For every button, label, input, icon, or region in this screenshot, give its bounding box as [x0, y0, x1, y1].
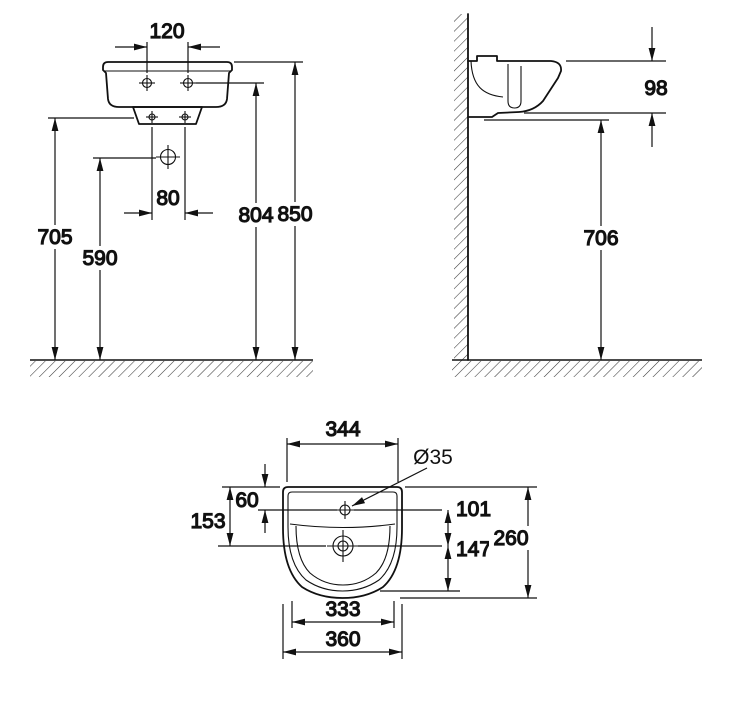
dim-706: 706 [484, 119, 622, 360]
plan-drain-symbol [327, 530, 359, 562]
basin-apron-outline [132, 106, 203, 125]
dim-147: 147 [380, 537, 492, 592]
dim-101: 101 [354, 497, 492, 547]
plan-dim-260-label: 260 [493, 527, 528, 550]
dim-60: 60 [222, 464, 337, 533]
tap-hole-symbol-right [180, 75, 196, 91]
dim-260: 260 [400, 486, 537, 599]
dim-344: 344 [286, 417, 399, 482]
mounting-hole-symbol-right [179, 111, 191, 123]
front-dim-804-label: 804 [238, 204, 273, 227]
dim-804: 804 [196, 82, 277, 360]
front-floor-hatch [30, 361, 313, 377]
side-view: 98 706 [452, 13, 702, 377]
side-dim-98-label: 98 [644, 77, 667, 100]
dim-590: 590 [79, 157, 156, 360]
basin-plan-inner-rim [287, 491, 398, 592]
side-dim-706-label: 706 [583, 227, 618, 250]
plan-dim-60-label: 60 [235, 489, 258, 512]
front-view: 120 80 705 590 804 [30, 19, 317, 377]
plan-dim-101-label: 101 [456, 498, 491, 521]
basin-front-outline [102, 61, 233, 108]
dim-120: 120 [115, 19, 220, 73]
basin-side-bowl-line [470, 60, 504, 98]
basin-plan-deck-line [289, 523, 396, 529]
front-dim-705-label: 705 [37, 226, 72, 249]
dim-360: 360 [282, 604, 403, 659]
basin-side-outline [467, 55, 562, 118]
front-dim-590-label: 590 [82, 247, 117, 270]
dim-98: 98 [524, 27, 668, 147]
basin-side-trap-line [507, 64, 522, 109]
front-dim-120-label: 120 [149, 20, 184, 43]
tap-hole-symbol-left [139, 75, 155, 91]
plan-dim-344-label: 344 [325, 418, 360, 441]
mounting-hole-symbol-left [146, 111, 158, 123]
front-dim-850-label: 850 [277, 203, 312, 226]
plan-dim-147-label: 147 [456, 538, 491, 561]
dim-tap-diameter: Ø35 [351, 446, 453, 507]
dim-80: 80 [124, 127, 213, 220]
dim-333: 333 [291, 597, 395, 628]
plan-dim-333-label: 333 [325, 598, 360, 621]
plan-tap-hole-symbol [336, 501, 354, 519]
drain-symbol [156, 145, 180, 169]
dim-850: 850 [234, 61, 317, 360]
plan-view: 344 Ø35 60 153 101 [190, 417, 537, 659]
plan-dim-diameter-label: Ø35 [413, 446, 453, 469]
side-floor-hatch [452, 361, 702, 377]
dim-705: 705 [34, 117, 134, 360]
plan-dim-360-label: 360 [325, 628, 360, 651]
plan-dim-153-label: 153 [190, 510, 225, 533]
basin-plan-outer [282, 486, 403, 599]
wall-hatch [454, 14, 468, 361]
dim-153: 153 [190, 487, 326, 547]
basin-plan-bowl-line [295, 525, 391, 586]
front-dim-80-label: 80 [156, 187, 179, 210]
